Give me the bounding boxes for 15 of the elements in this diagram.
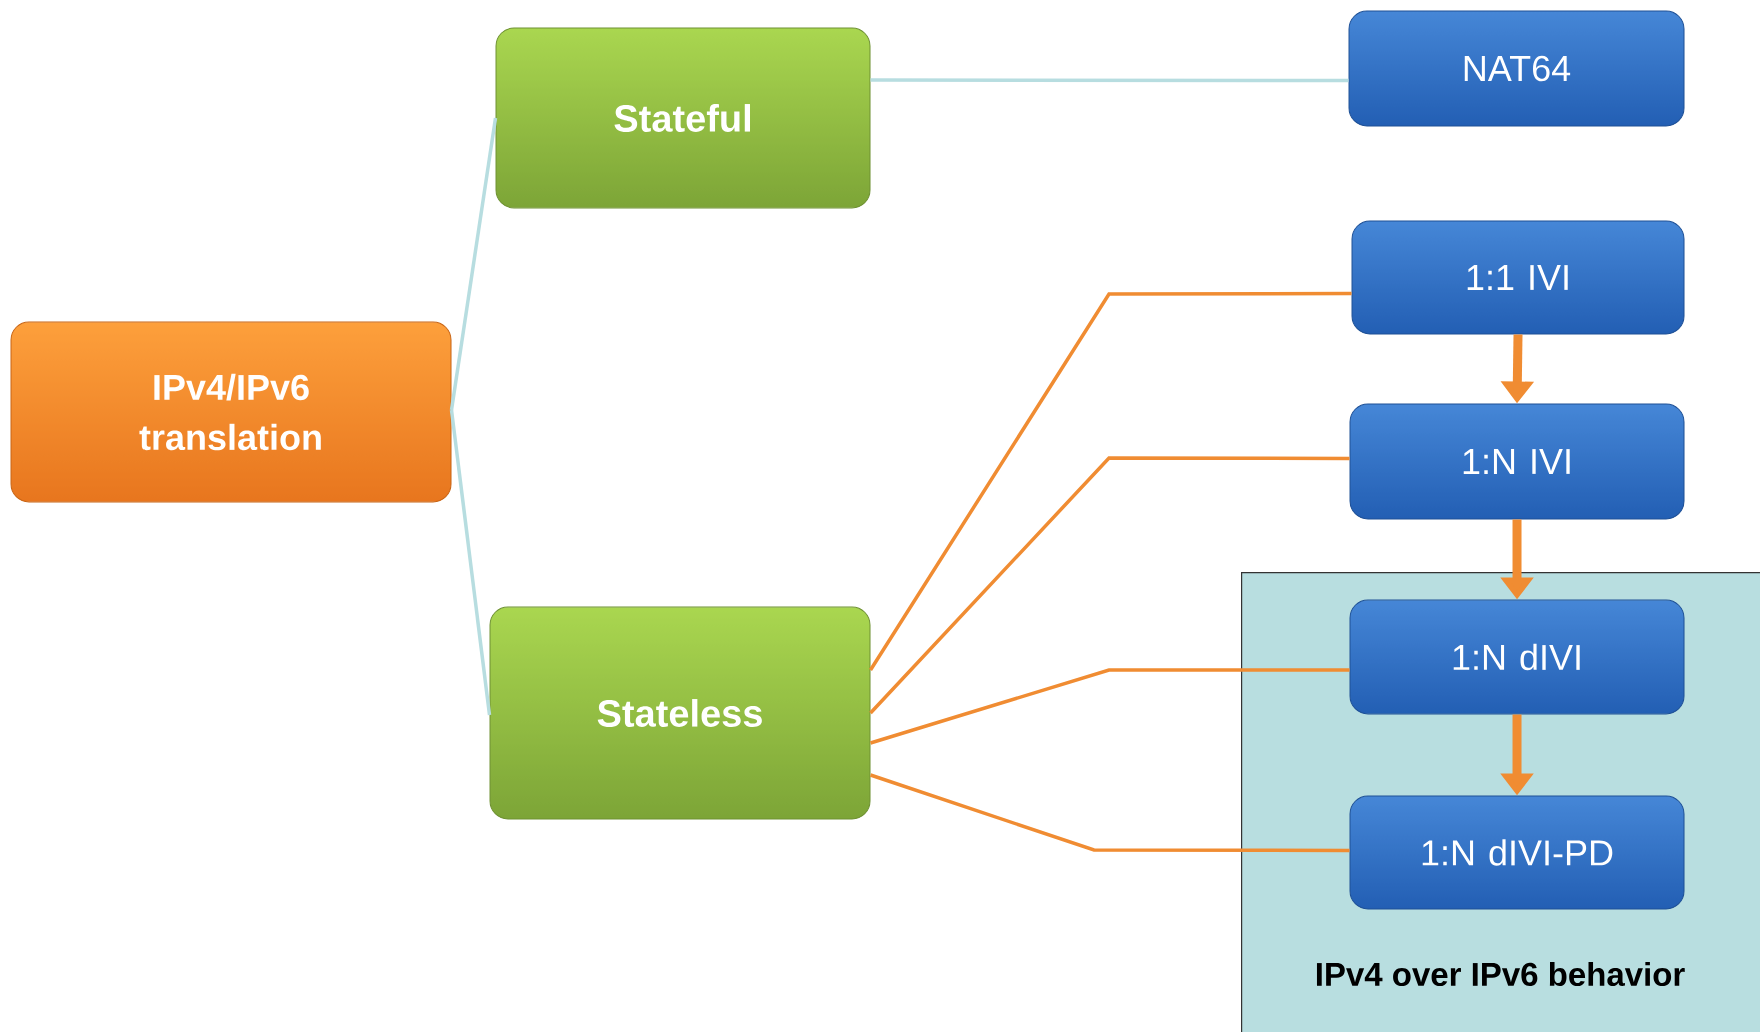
process-box: Stateful (495, 27, 871, 209)
process-box: NAT64 (1348, 10, 1685, 127)
connector-line (869, 456, 1350, 715)
process-box: IPv4/IPv6 translation (10, 321, 452, 503)
process-box: 1:N dIVI (1349, 599, 1685, 715)
connector-line (869, 773, 1350, 853)
process-box: 1:1 IVI (1351, 220, 1685, 335)
connector-line (449, 117, 498, 411)
process-box: 1:N IVI (1349, 403, 1685, 520)
connector-line (870, 668, 1350, 745)
process-box: 1:N dIVI-PD (1349, 795, 1685, 910)
connector-line (869, 291, 1352, 671)
process-box: Stateless (489, 606, 871, 820)
connector-line (870, 78, 1349, 83)
connector-line (449, 409, 492, 716)
